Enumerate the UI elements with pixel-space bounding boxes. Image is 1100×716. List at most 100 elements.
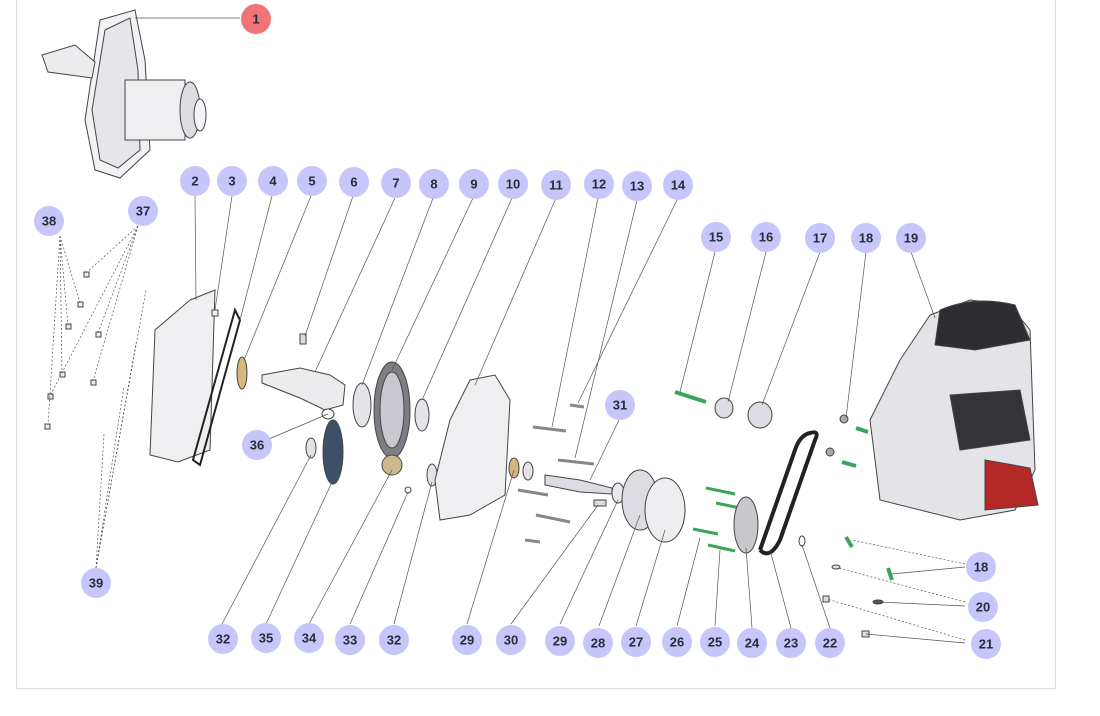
callout-bubble[interactable]: [217, 166, 247, 196]
callout-c29a[interactable]: 29: [452, 625, 482, 655]
callout-c18b[interactable]: 18: [966, 552, 996, 582]
callout-c23[interactable]: 23: [776, 628, 806, 658]
callout-c1[interactable]: 1: [241, 4, 271, 34]
callout-bubble[interactable]: [498, 169, 528, 199]
callout-bubble[interactable]: [251, 623, 281, 653]
callout-bubble[interactable]: [452, 625, 482, 655]
callout-bubble[interactable]: [81, 568, 111, 598]
callout-c10[interactable]: 10: [498, 169, 528, 199]
callout-c8[interactable]: 8: [419, 169, 449, 199]
assembled-gearbox-illustration: [41, 9, 240, 179]
callout-number: 19: [904, 231, 918, 246]
callout-c22[interactable]: 22: [815, 628, 845, 658]
callout-bubble[interactable]: [662, 627, 692, 657]
callout-number: 34: [302, 631, 317, 646]
callout-bubble[interactable]: [622, 171, 652, 201]
callout-bubble[interactable]: [180, 166, 210, 196]
callout-c24[interactable]: 24: [737, 628, 767, 658]
callout-bubble[interactable]: [242, 430, 272, 460]
callout-number: 21: [979, 637, 993, 652]
callout-bubble[interactable]: [545, 626, 575, 656]
callout-c26[interactable]: 26: [662, 627, 692, 657]
callout-c13[interactable]: 13: [622, 171, 652, 201]
callout-number: 32: [216, 632, 230, 647]
callout-bubble[interactable]: [815, 628, 845, 658]
callout-bubble[interactable]: [851, 223, 881, 253]
callout-c38[interactable]: 38: [34, 206, 64, 236]
callout-number: 23: [784, 636, 798, 651]
callout-c32b[interactable]: 32: [379, 625, 409, 655]
callout-bubble[interactable]: [335, 625, 365, 655]
callout-c4[interactable]: 4: [258, 166, 288, 196]
callout-number: 10: [506, 177, 520, 192]
callout-number: 3: [228, 174, 235, 189]
callout-c21[interactable]: 21: [971, 629, 1001, 659]
callout-c19[interactable]: 19: [896, 223, 926, 253]
callout-bubble[interactable]: [419, 169, 449, 199]
callout-bubble[interactable]: [751, 222, 781, 252]
callout-bubble[interactable]: [496, 625, 526, 655]
callout-bubble[interactable]: [294, 623, 324, 653]
callout-number: 32: [387, 633, 401, 648]
callout-bubble[interactable]: [621, 627, 651, 657]
callout-number: 7: [392, 176, 399, 191]
callout-c17[interactable]: 17: [805, 223, 835, 253]
callout-bubble[interactable]: [339, 167, 369, 197]
callout-bubble[interactable]: [379, 625, 409, 655]
callout-bubble[interactable]: [737, 628, 767, 658]
callout-c29b[interactable]: 29: [545, 626, 575, 656]
callout-c33[interactable]: 33: [335, 625, 365, 655]
callout-bubble[interactable]: [663, 170, 693, 200]
callout-bubble[interactable]: [241, 4, 271, 34]
callout-c37[interactable]: 37: [128, 196, 158, 226]
callout-bubble[interactable]: [584, 169, 614, 199]
callout-number: 31: [613, 398, 627, 413]
callout-c9[interactable]: 9: [459, 169, 489, 199]
callout-c31[interactable]: 31: [605, 390, 635, 420]
callout-c12[interactable]: 12: [584, 169, 614, 199]
callout-bubble[interactable]: [34, 206, 64, 236]
callout-bubble[interactable]: [381, 168, 411, 198]
callout-bubble[interactable]: [459, 169, 489, 199]
callout-number: 24: [745, 636, 760, 651]
callout-c15[interactable]: 15: [701, 222, 731, 252]
callout-c32a[interactable]: 32: [208, 624, 238, 654]
callout-c18a[interactable]: 18: [851, 223, 881, 253]
callout-c36[interactable]: 36: [242, 430, 272, 460]
callout-c39[interactable]: 39: [81, 568, 111, 598]
callout-number: 14: [671, 178, 686, 193]
callout-bubble[interactable]: [776, 628, 806, 658]
callout-c25[interactable]: 25: [700, 627, 730, 657]
callout-bubble[interactable]: [208, 624, 238, 654]
callout-c34[interactable]: 34: [294, 623, 324, 653]
callout-c11[interactable]: 11: [541, 170, 571, 200]
callout-c27[interactable]: 27: [621, 627, 651, 657]
callout-number: 1: [252, 12, 259, 27]
callout-bubble[interactable]: [605, 390, 635, 420]
callout-c30[interactable]: 30: [496, 625, 526, 655]
callout-bubble[interactable]: [583, 628, 613, 658]
callout-c2[interactable]: 2: [180, 166, 210, 196]
callout-c14[interactable]: 14: [663, 170, 693, 200]
callout-bubble[interactable]: [966, 552, 996, 582]
callout-c16[interactable]: 16: [751, 222, 781, 252]
callout-c28[interactable]: 28: [583, 628, 613, 658]
callout-bubble[interactable]: [968, 592, 998, 622]
exploded-parts: [44, 271, 1039, 638]
callout-bubble[interactable]: [258, 166, 288, 196]
callout-bubble[interactable]: [896, 223, 926, 253]
callout-bubble[interactable]: [701, 222, 731, 252]
callout-bubble[interactable]: [700, 627, 730, 657]
callout-c20[interactable]: 20: [968, 592, 998, 622]
callout-c35[interactable]: 35: [251, 623, 281, 653]
callout-c3[interactable]: 3: [217, 166, 247, 196]
callout-bubble[interactable]: [971, 629, 1001, 659]
callout-c7[interactable]: 7: [381, 168, 411, 198]
callout-bubble[interactable]: [297, 166, 327, 196]
callout-c5[interactable]: 5: [297, 166, 327, 196]
callout-bubble[interactable]: [541, 170, 571, 200]
callout-c6[interactable]: 6: [339, 167, 369, 197]
callout-bubble[interactable]: [128, 196, 158, 226]
callout-bubble[interactable]: [805, 223, 835, 253]
